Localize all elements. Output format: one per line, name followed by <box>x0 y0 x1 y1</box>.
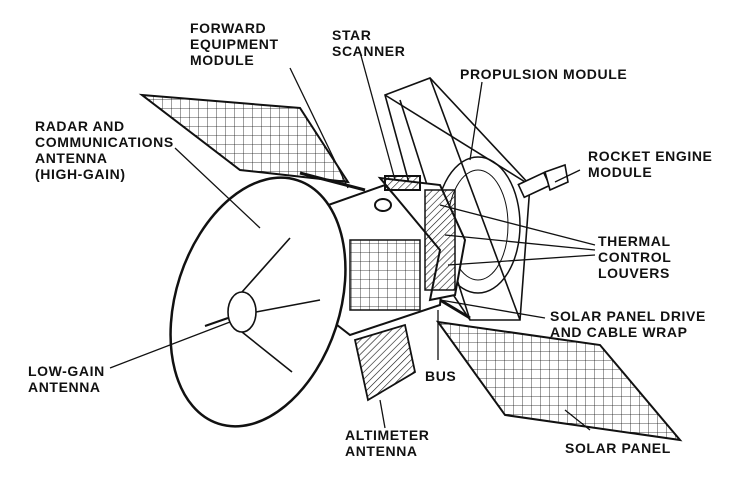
label-rocket-engine-module: ROCKET ENGINE MODULE <box>588 148 713 180</box>
altimeter-antenna <box>353 323 417 402</box>
label-forward-equipment-module: FORWARD EQUIPMENT MODULE <box>190 20 279 68</box>
lower-solar-panel <box>435 298 683 442</box>
label-bus: BUS <box>425 368 457 384</box>
label-solar-panel-drive: SOLAR PANEL DRIVE AND CABLE WRAP <box>550 308 706 340</box>
label-radar-antenna: RADAR AND COMMUNICATIONS ANTENNA (HIGH-G… <box>35 118 174 182</box>
label-altimeter-antenna: ALTIMETER ANTENNA <box>345 427 430 459</box>
label-star-scanner: STAR SCANNER <box>332 27 406 59</box>
label-propulsion-module: PROPULSION MODULE <box>460 66 628 82</box>
upper-solar-panel <box>138 93 366 192</box>
high-gain-antenna <box>169 176 347 428</box>
leader-lines <box>109 51 596 431</box>
rocket-engine <box>517 163 569 199</box>
spacecraft-bus <box>298 175 467 337</box>
label-solar-panel: SOLAR PANEL <box>565 440 671 456</box>
label-low-gain-antenna: LOW-GAIN ANTENNA <box>28 363 105 395</box>
label-thermal-control-louvers: THERMAL CONTROL LOUVERS <box>598 233 672 281</box>
